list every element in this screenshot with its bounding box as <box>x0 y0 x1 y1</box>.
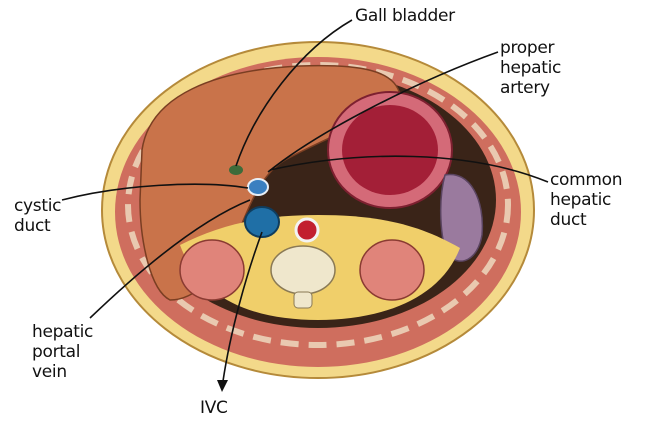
label-gallbladder: Gall bladder <box>355 6 455 26</box>
label-hepatic-portal-vein: hepatic portal vein <box>32 322 93 382</box>
vertebral-body <box>271 246 335 294</box>
label-ivc: IVC <box>200 398 228 418</box>
portal-vein-vessel <box>248 179 268 195</box>
label-proper-hepatic-artery: proper hepatic artery <box>500 38 561 98</box>
label-cystic-duct: cystic duct <box>14 196 61 236</box>
gallbladder-organ <box>229 165 243 175</box>
stomach-lumen <box>342 105 438 195</box>
label-common-hepatic-duct: common hepatic duct <box>550 170 622 230</box>
pointer-arrowheads <box>217 380 228 392</box>
spinal-process <box>294 292 312 308</box>
ivc-arrowhead <box>217 380 228 392</box>
aorta-vessel <box>296 219 318 241</box>
left-kidney <box>360 240 424 300</box>
right-kidney <box>180 240 244 300</box>
